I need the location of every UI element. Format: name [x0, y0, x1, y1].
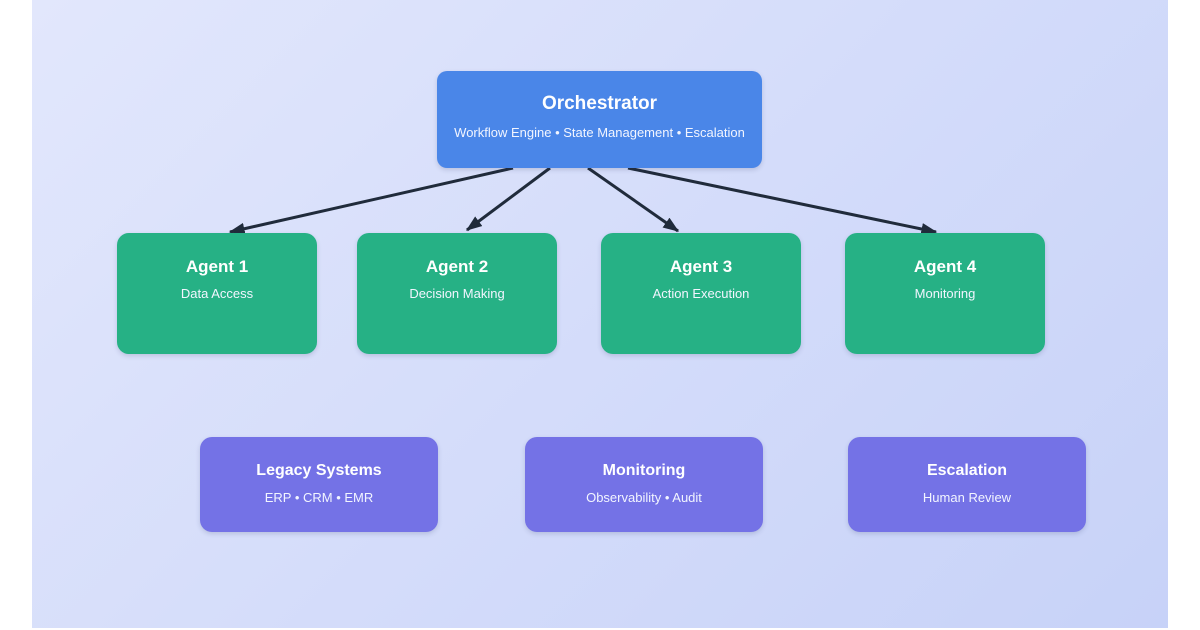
monitoring-node: Monitoring Observability • Audit [525, 437, 763, 532]
agent-1-title: Agent 1 [185, 257, 249, 276]
orchestrator-node: Orchestrator Workflow Engine • State Man… [437, 71, 762, 168]
monitoring-subtitle: Observability • Audit [586, 490, 702, 505]
escalation-title: Escalation [926, 462, 1008, 479]
escalation-subtitle: Human Review [922, 490, 1012, 505]
escalation-node: Escalation Human Review [848, 437, 1086, 532]
agent-3-subtitle: Action Execution [652, 286, 750, 301]
legacy-systems-subtitle: ERP • CRM • EMR [264, 490, 374, 505]
agent-1-subtitle: Data Access [180, 286, 254, 301]
arrow-orchestrator-to-agent-1 [228, 166, 514, 235]
diagram-canvas: Orchestrator Workflow Engine • State Man… [32, 0, 1168, 628]
legacy-systems-title: Legacy Systems [256, 462, 382, 479]
agent-2-node: Agent 2 Decision Making [357, 233, 557, 354]
agent-3-title: Agent 3 [669, 257, 733, 276]
legacy-systems-node: Legacy Systems ERP • CRM • EMR [200, 437, 438, 532]
orchestrator-title: Orchestrator [541, 93, 658, 114]
arrow-orchestrator-to-agent-4 [627, 166, 938, 235]
agent-4-node: Agent 4 Monitoring [845, 233, 1045, 354]
monitoring-title: Monitoring [602, 462, 686, 479]
arrow-orchestrator-to-agent-2 [465, 166, 551, 232]
agent-4-subtitle: Monitoring [914, 286, 976, 301]
agent-2-title: Agent 2 [425, 257, 489, 276]
agent-2-subtitle: Decision Making [409, 286, 505, 301]
agent-3-node: Agent 3 Action Execution [601, 233, 801, 354]
orchestrator-subtitle: Workflow Engine • State Management • Esc… [454, 125, 745, 140]
agent-4-title: Agent 4 [913, 257, 977, 276]
agent-1-node: Agent 1 Data Access [117, 233, 317, 354]
arrow-orchestrator-to-agent-3 [587, 166, 680, 233]
